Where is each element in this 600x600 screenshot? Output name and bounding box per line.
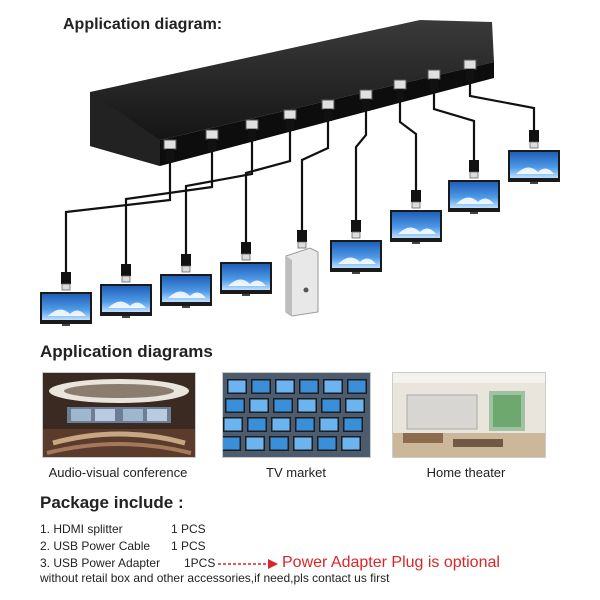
hdmi-plug [411,190,421,209]
hdmi-plug [351,220,361,239]
tv-market-image [222,372,371,458]
hdmi-plug [529,130,539,149]
hdmi-cable [244,131,292,242]
conference-image [42,372,196,458]
optional-note: Power Adapter Plug is optional [282,554,500,571]
package-title: Package include : [40,493,184,512]
hdmi-port [283,109,297,131]
hdmi-plug [241,242,251,261]
monitor-icon [330,240,382,274]
hdmi-plug [181,254,191,273]
diagram-title: Application diagram: [63,16,223,33]
hdmi-plug [121,264,131,283]
hdmi-port [463,59,477,81]
package-item: 2. USB Power Cable 1 PCS [40,539,260,554]
arrow-right-icon [218,559,278,569]
caption-home-theater: Home theater [426,465,506,480]
monitors [40,150,560,326]
monitor-icon [448,180,500,214]
package-item-name: 2. USB Power Cable [40,539,151,553]
hdmi-plug [61,272,71,291]
splitter-diagram [40,20,560,326]
package-item-qty: 1 PCS [171,522,206,536]
hdmi-cable [432,91,476,160]
hdmi-cable [300,121,330,230]
home-theater-image [392,372,546,458]
hdmi-cable [64,161,172,272]
monitor-icon [40,292,92,326]
monitor-icon [508,150,560,184]
package-item-qty: 1PCS [184,556,216,570]
hdmi-cables [61,59,539,291]
package-item-name: 1. HDMI splitter [40,522,123,536]
caption-tv-market: TV market [266,465,326,480]
hdmi-plug [469,160,479,179]
hdmi-cable [354,111,368,220]
hdmi-cable [468,81,536,130]
hdmi-cable [124,151,214,264]
hdmi-plug [297,230,307,249]
applications-title: Application diagrams [40,342,213,361]
monitor-icon [220,262,272,296]
monitor-icon [390,210,442,244]
hdmi-port [359,89,373,111]
package-item: 1. HDMI splitter 1 PCS [40,522,260,537]
monitor-icon [100,284,152,318]
monitor-icon [160,274,212,308]
package-item-qty: 1 PCS [171,539,206,553]
hdmi-cable [184,141,254,254]
source-box [285,247,319,317]
hdmi-port [393,79,407,101]
hdmi-port [427,69,441,91]
hdmi-port [245,119,259,141]
package-item: 3. USB Power Adapter 1PCS [40,556,260,571]
hdmi-port [163,139,177,161]
package-footer: without retail box and other accessories… [40,571,390,585]
caption-conference: Audio-visual conference [48,465,188,480]
hdmi-port [321,99,335,121]
hdmi-port [205,129,219,151]
package-item-name: 3. USB Power Adapter [40,556,161,570]
hdmi-cable [398,101,418,190]
